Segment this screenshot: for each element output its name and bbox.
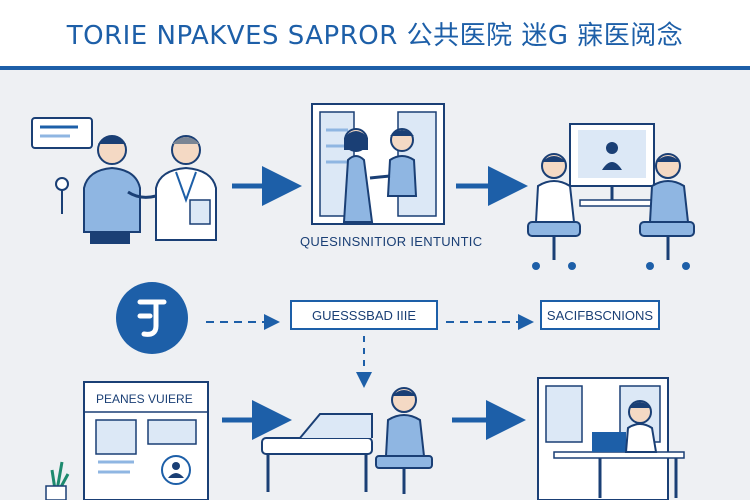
- laptop-icon: [592, 432, 626, 452]
- process-box-label: SACIFBSCNIONS: [546, 307, 654, 323]
- process-box-label: GUESSSBAD IIIE: [311, 307, 417, 323]
- process-box-sacif: SACIFBSCNIONS: [540, 300, 660, 330]
- banner-title: TORIE NPAKVES SAPROR 公共医院 迷G 寐医阅念: [66, 20, 684, 51]
- consultation-scene: [527, 123, 695, 270]
- examination-scene: [261, 387, 433, 494]
- process-box-guessing: GUESSSBAD IIIE: [290, 300, 438, 330]
- workflow-illustration: [31, 103, 695, 500]
- step-caption: QUESINSNITIOR IENTUNTIC: [300, 234, 483, 249]
- handshake-icon: [369, 174, 391, 180]
- info-board: [45, 381, 209, 500]
- hospital-bed-icon: [261, 437, 373, 455]
- reception-door-scene: [311, 103, 445, 225]
- stethoscope-icon: [55, 177, 69, 191]
- office-scene: [537, 377, 685, 500]
- patient-doctor-scene: [31, 117, 217, 244]
- title-banner: TORIE NPAKVES SAPROR 公共医院 迷G 寐医阅念: [0, 0, 750, 70]
- step-badge-icon: [116, 282, 188, 354]
- speech-bubble-icon: [31, 117, 93, 149]
- board-title: PEANES VUIERE: [96, 392, 193, 406]
